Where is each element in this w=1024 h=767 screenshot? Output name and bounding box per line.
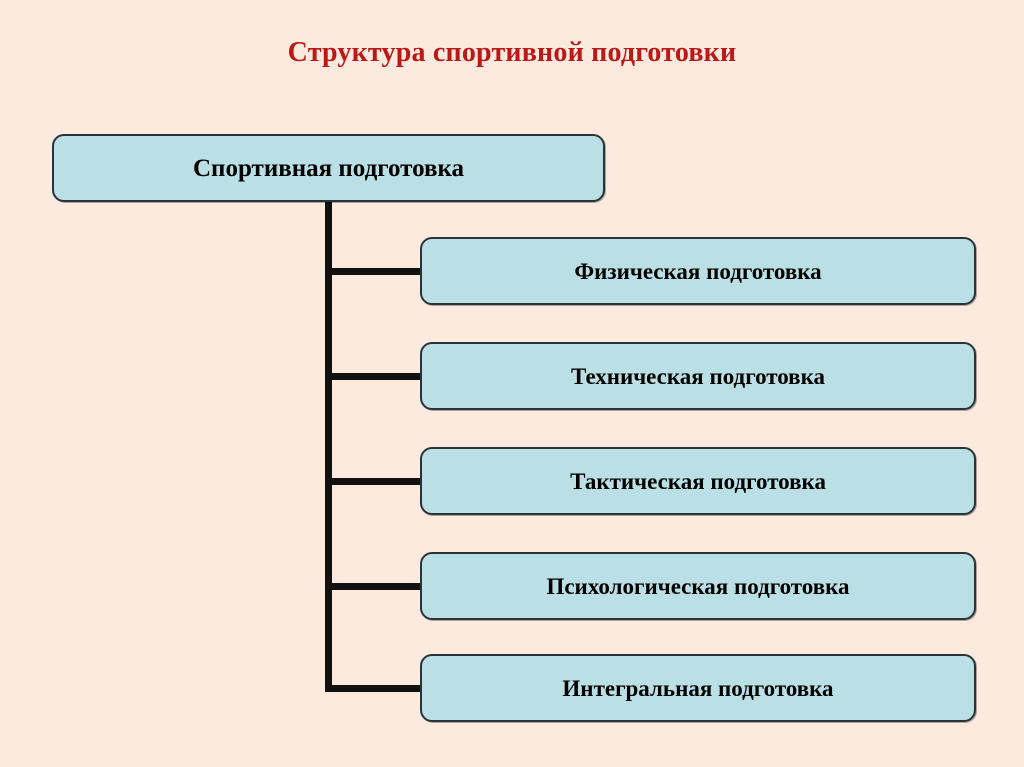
- node-root[interactable]: Спортивная подготовка: [52, 134, 605, 202]
- node-child-label: Тактическая подготовка: [570, 468, 826, 494]
- node-child-integral[interactable]: Интегральная подготовка: [420, 654, 976, 722]
- node-child-physical[interactable]: Физическая подготовка: [420, 237, 976, 305]
- node-child-label: Интегральная подготовка: [562, 675, 834, 701]
- connector-branch-2: [325, 373, 426, 380]
- connector-branch-5: [325, 685, 426, 692]
- connector-trunk: [325, 200, 332, 692]
- connector-branch-4: [325, 583, 426, 590]
- node-child-label: Физическая подготовка: [574, 258, 822, 284]
- connector-branch-1: [325, 268, 426, 275]
- node-child-label: Психологическая подготовка: [546, 573, 850, 599]
- node-root-label: Спортивная подготовка: [193, 154, 464, 182]
- connector-branch-3: [325, 478, 426, 485]
- node-child-psychological[interactable]: Психологическая подготовка: [420, 552, 976, 620]
- page-title: Структура спортивной подготовки: [287, 37, 737, 68]
- node-child-technical[interactable]: Техническая подготовка: [420, 342, 976, 410]
- node-child-tactical[interactable]: Тактическая подготовка: [420, 447, 976, 515]
- node-child-label: Техническая подготовка: [570, 363, 826, 389]
